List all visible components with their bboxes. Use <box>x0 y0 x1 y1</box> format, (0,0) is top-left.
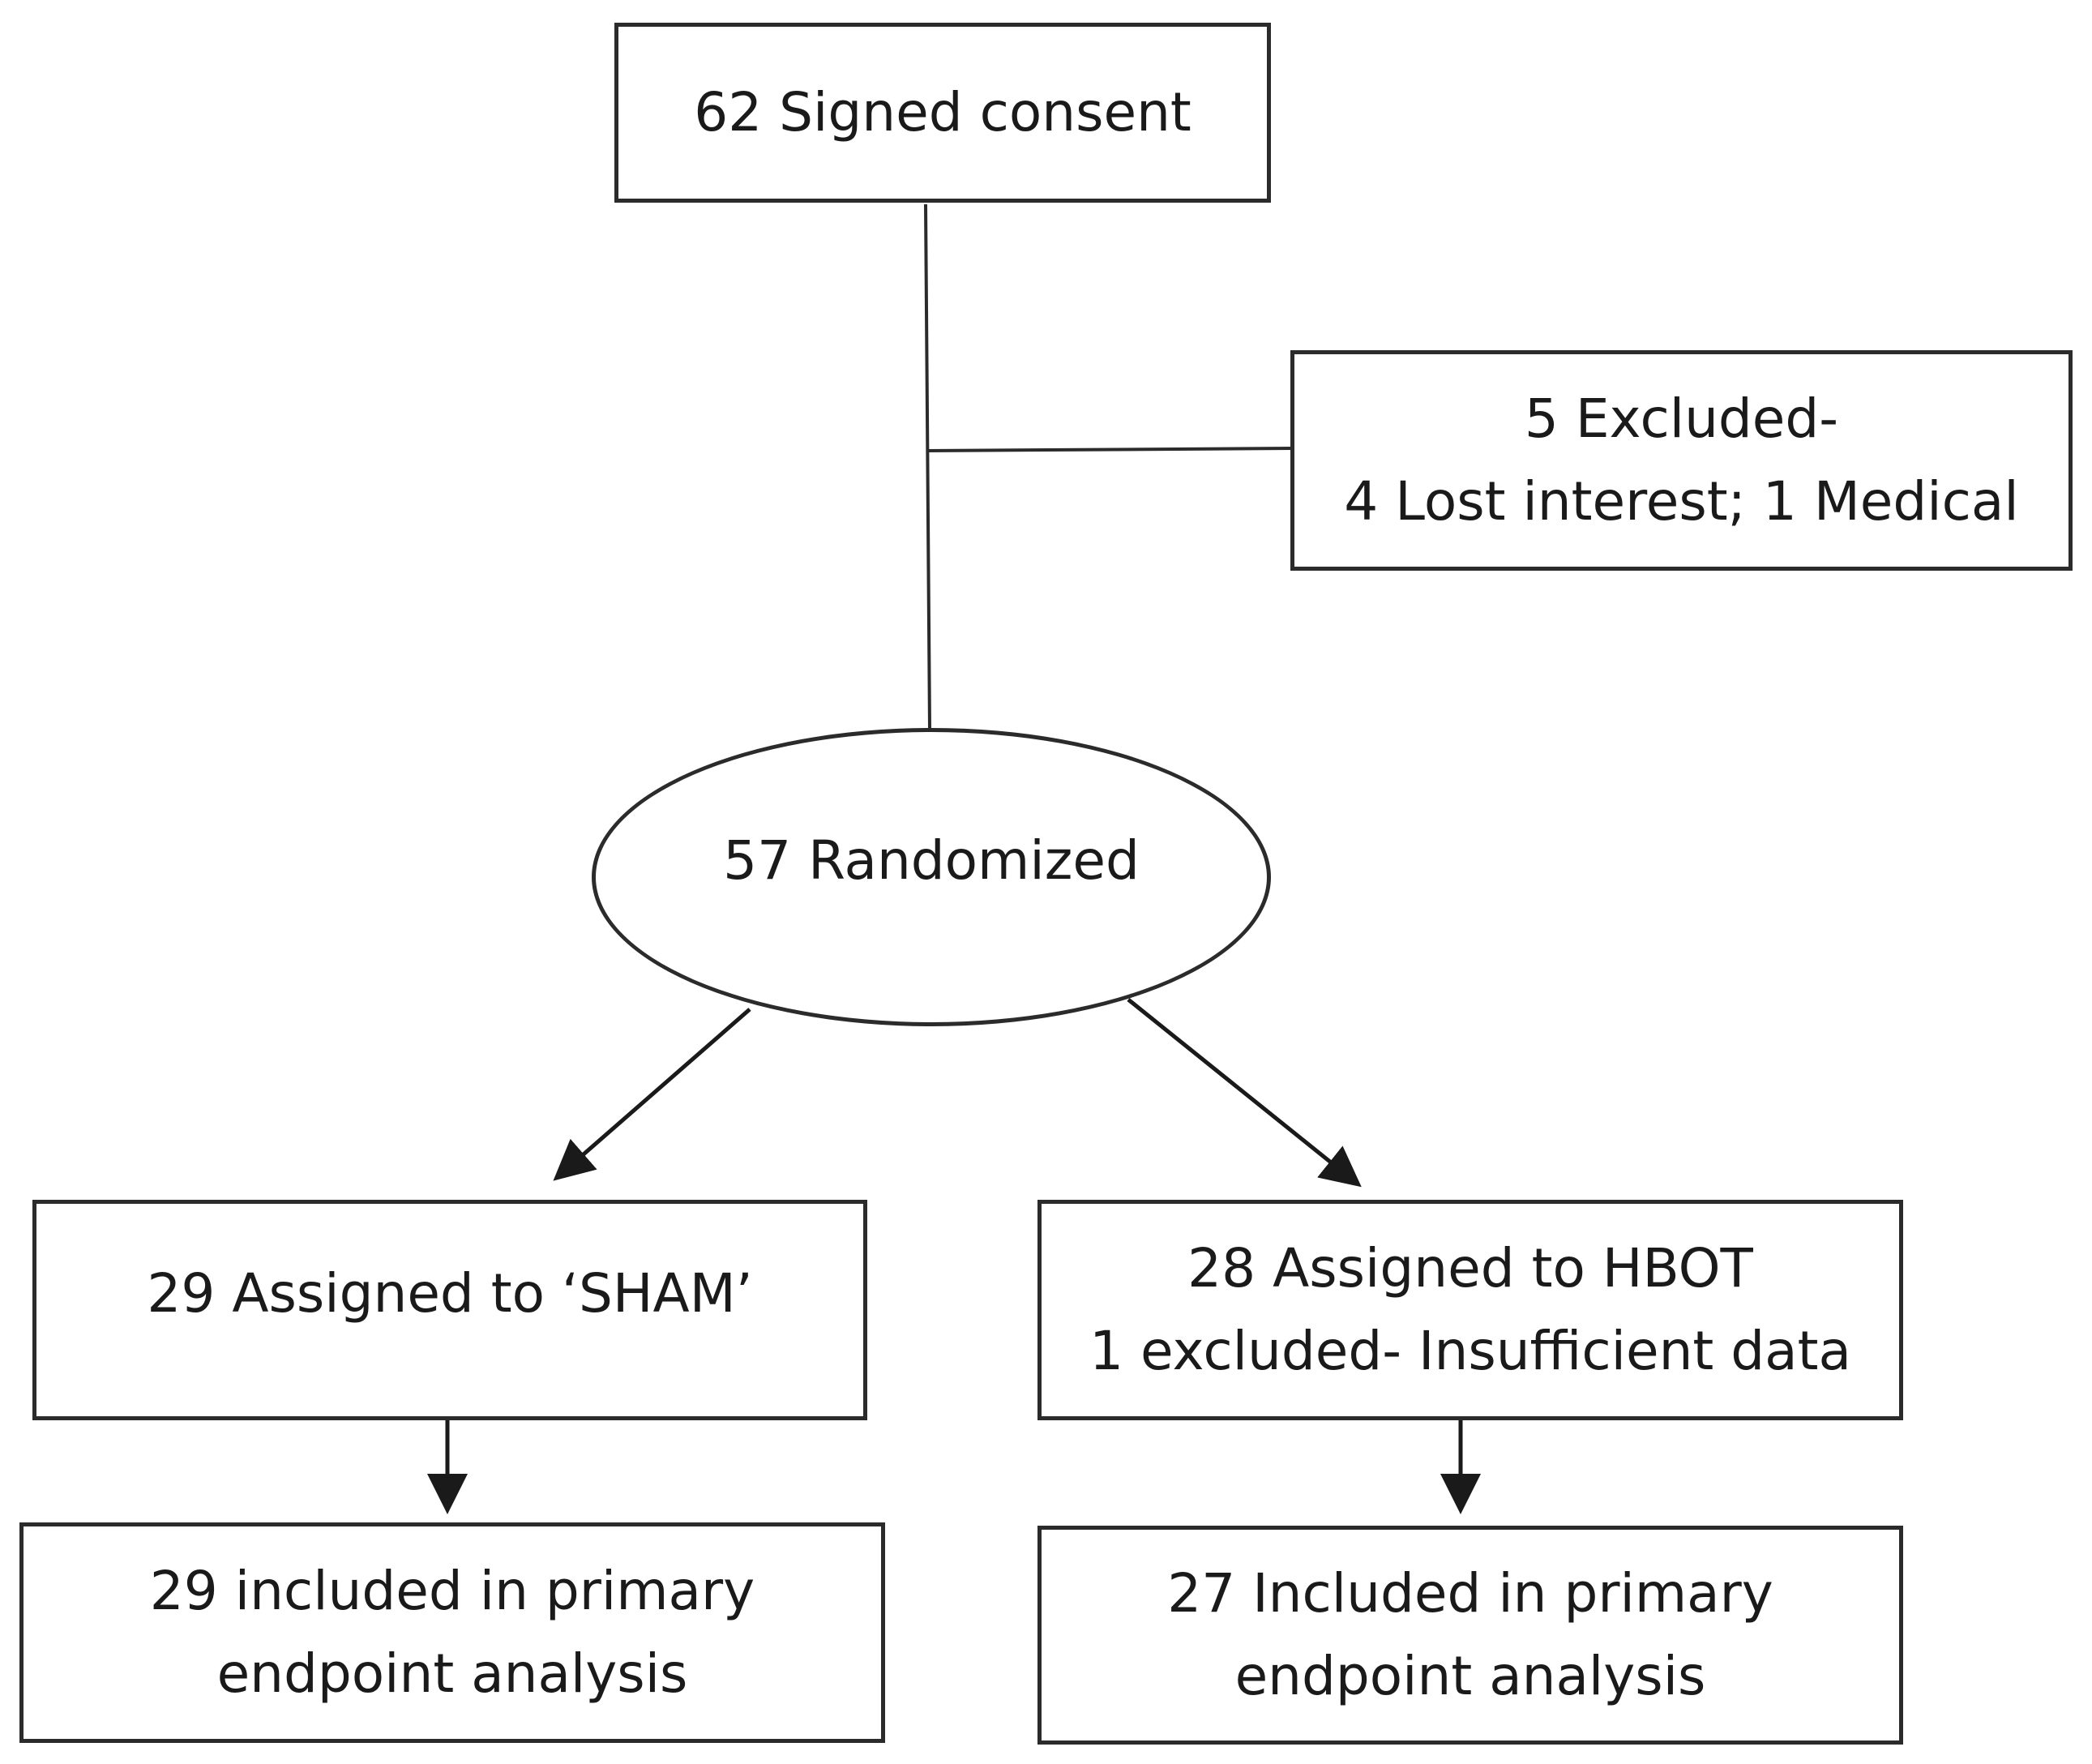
randomized-text: 57 Randomized <box>723 828 1140 892</box>
randomized-oval: 57 Randomized <box>592 728 1271 1026</box>
signed-consent-box: 62 Signed consent <box>614 23 1271 203</box>
arrow-to-hbot <box>1127 998 1362 1188</box>
hbot-included-line1: 27 Included in primary <box>1167 1561 1773 1625</box>
excluded-box: 5 Excluded- 4 Lost interest; 1 Medical <box>1290 350 2073 571</box>
sham-included-line1: 29 included in primary <box>149 1559 755 1622</box>
hbot-included-line2: endpoint analysis <box>1234 1645 1706 1707</box>
sham-arm-text: 29 Assigned to ‘SHAM’ <box>147 1261 753 1325</box>
hbot-exclusion-text: 1 excluded- Insufficient data <box>1089 1320 1851 1382</box>
arrow-to-sham <box>553 1008 751 1181</box>
sham-included-line2: endpoint analysis <box>216 1642 688 1705</box>
hbot-arm-box: 28 Assigned to HBOT 1 excluded- Insuffic… <box>1037 1200 1903 1420</box>
sham-included-box: 29 included in primary endpoint analysis <box>19 1522 885 1743</box>
hbot-included-box: 27 Included in primary endpoint analysis <box>1037 1526 1903 1745</box>
exclusion-branch-connector <box>926 447 1294 452</box>
sham-arm-box: 29 Assigned to ‘SHAM’ <box>32 1200 867 1420</box>
trunk-connector <box>924 203 931 730</box>
hbot-arm-text: 28 Assigned to HBOT <box>1187 1236 1753 1299</box>
signed-consent-text: 62 Signed consent <box>694 80 1191 143</box>
excluded-reasons-text: 4 Lost interest; 1 Medical <box>1344 470 2019 533</box>
excluded-count-text: 5 Excluded- <box>1524 387 1839 450</box>
